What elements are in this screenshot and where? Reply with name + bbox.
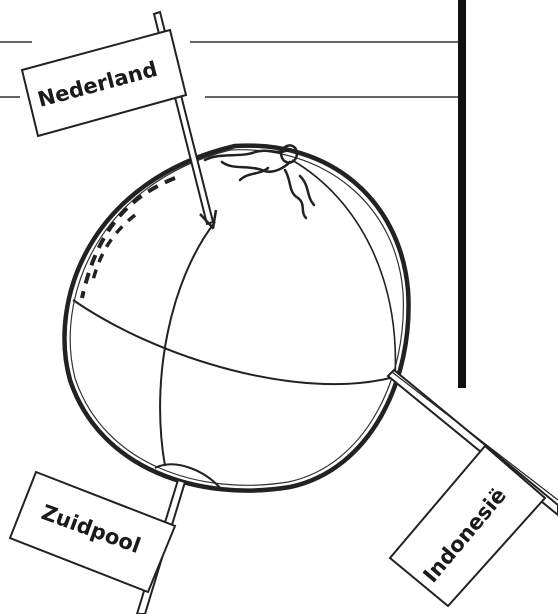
land-outline bbox=[203, 144, 316, 220]
flag-sheet-indonesie bbox=[388, 444, 547, 608]
meridian-right bbox=[291, 159, 397, 379]
flag-zuidpool: Zuidpool bbox=[8, 470, 187, 614]
flag-indonesie: Indonesië bbox=[386, 368, 558, 608]
flag-sheet-zuidpool bbox=[8, 470, 177, 594]
ruled-lines bbox=[0, 41, 458, 98]
equator-line bbox=[72, 299, 391, 386]
globe bbox=[62, 143, 411, 493]
vertical-divider bbox=[458, 0, 466, 388]
flag-sheet-nederland bbox=[20, 28, 188, 138]
dashed-land-outline bbox=[80, 176, 176, 299]
south-pole-mark bbox=[154, 463, 223, 491]
meridian-line bbox=[159, 221, 216, 467]
flag-nederland: Nederland bbox=[20, 10, 218, 230]
globe-outline bbox=[62, 143, 411, 493]
